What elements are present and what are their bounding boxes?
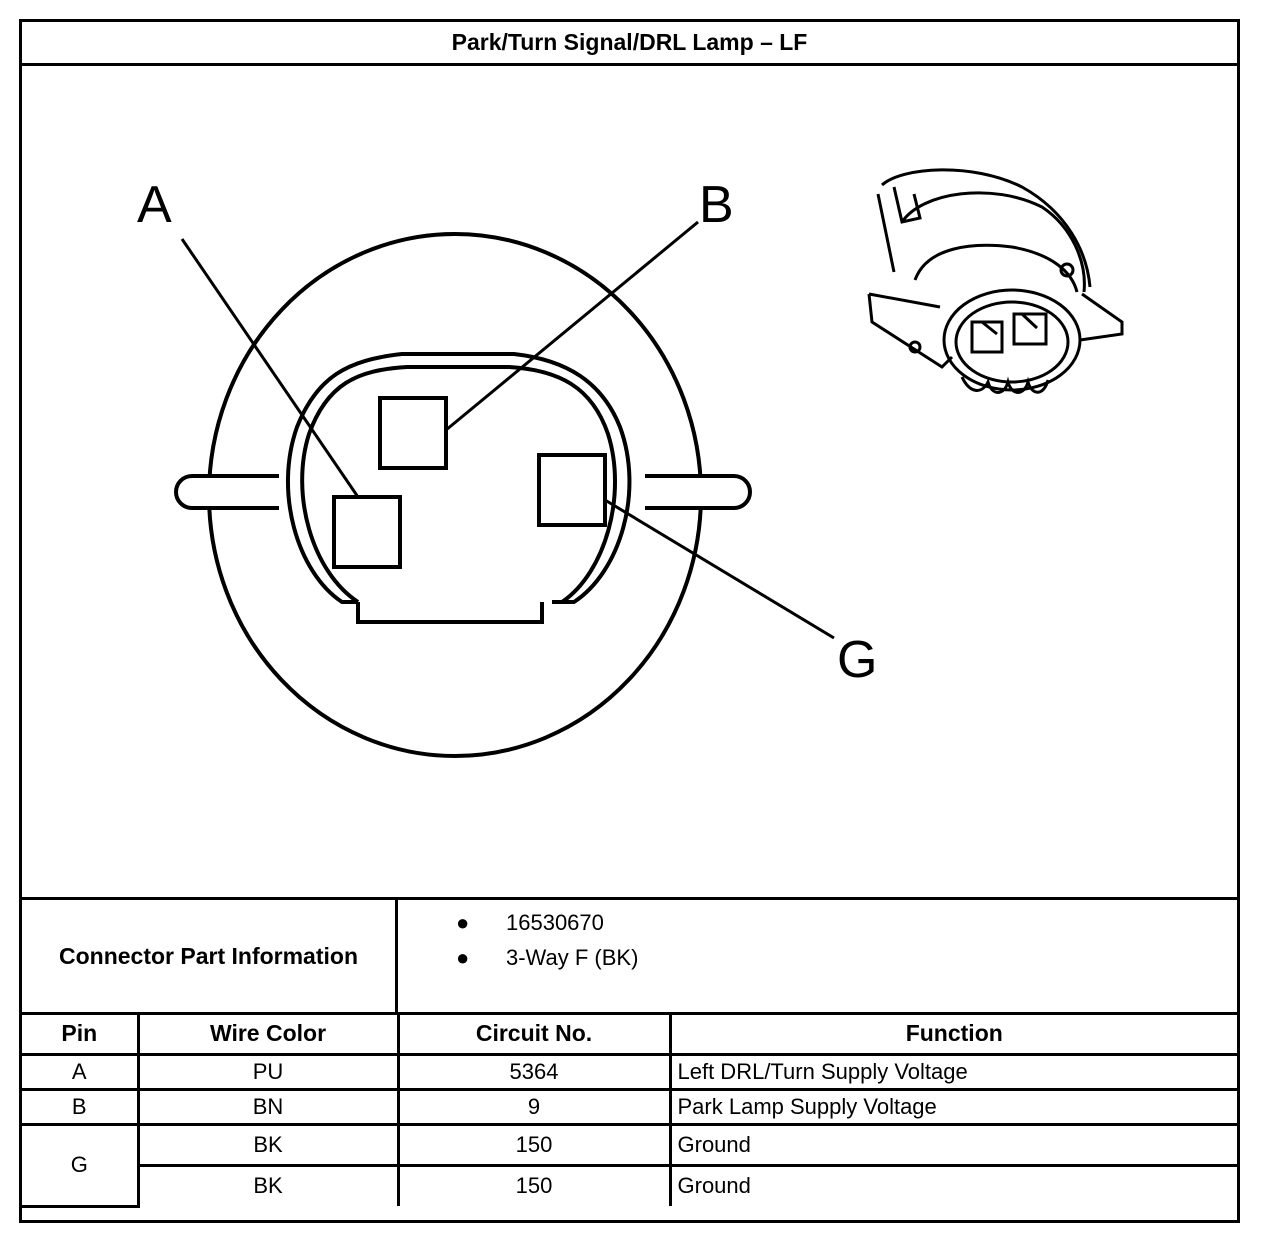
connector-part-info: Connector Part Information ● 16530670 ● … (22, 897, 1237, 1015)
column-header-pin: Pin (22, 1015, 140, 1056)
cell-function: Ground (668, 1163, 1237, 1206)
leader-g (604, 498, 835, 640)
terminal-a (332, 495, 402, 569)
pin-label-g: G (837, 631, 877, 689)
cell-wire-color: BK (138, 1163, 400, 1206)
terminal-g (537, 453, 607, 527)
right-tab (645, 474, 752, 510)
cell-pin: G (22, 1122, 140, 1208)
connector-diagram-frame: Park/Turn Signal/DRL Lamp – LF A B G (19, 19, 1240, 1223)
cell-wire-color: PU (136, 1052, 400, 1091)
cell-function: Left DRL/Turn Supply Voltage (668, 1052, 1237, 1091)
table-row: G BK 150 Ground (22, 1122, 1237, 1208)
pin-table: Pin Wire Color Circuit No. Function A PU… (22, 1015, 1237, 1208)
cell-wire-color: BK (136, 1122, 400, 1167)
cell-pin: B (22, 1087, 140, 1126)
table-row: BK 150 Ground (22, 1163, 1237, 1206)
connector-face-icon: A B G (137, 168, 1124, 758)
cell-function: Ground (668, 1122, 1237, 1167)
cell-wire-color: BN (136, 1087, 400, 1126)
cell-circuit: 5364 (396, 1052, 672, 1091)
table-row: A PU 5364 Left DRL/Turn Supply Voltage (22, 1052, 1237, 1091)
pin-label-b: B (699, 176, 734, 234)
cell-pin: A (22, 1052, 140, 1091)
bullet-icon: ● (456, 945, 470, 970)
pin-label-a: A (137, 176, 172, 234)
cell-circuit: 150 (396, 1163, 672, 1206)
connector-part-info-label: Connector Part Information (22, 900, 398, 1012)
leader-b (445, 220, 699, 432)
connector-type: 3-Way F (BK) (506, 945, 639, 970)
cell-function: Park Lamp Supply Voltage (668, 1087, 1237, 1126)
table-header-row: Pin Wire Color Circuit No. Function (22, 1015, 1237, 1056)
column-header-circuit: Circuit No. (396, 1015, 672, 1056)
cell-circuit: 150 (396, 1122, 672, 1167)
terminal-b (378, 396, 448, 470)
connector-part-info-list: ● 16530670 ● 3-Way F (BK) (398, 900, 1237, 1012)
table-row: B BN 9 Park Lamp Supply Voltage (22, 1087, 1237, 1126)
page-title: Park/Turn Signal/DRL Lamp – LF (22, 22, 1237, 66)
left-tab (174, 474, 279, 510)
leader-a (180, 238, 360, 498)
bullet-icon: ● (456, 910, 470, 935)
connector-3d-icon (867, 168, 1124, 394)
cell-circuit: 9 (396, 1087, 672, 1126)
column-header-function: Function (668, 1015, 1237, 1056)
part-number: 16530670 (506, 910, 604, 935)
column-header-wire-color: Wire Color (136, 1015, 400, 1056)
key-notch (356, 602, 544, 624)
